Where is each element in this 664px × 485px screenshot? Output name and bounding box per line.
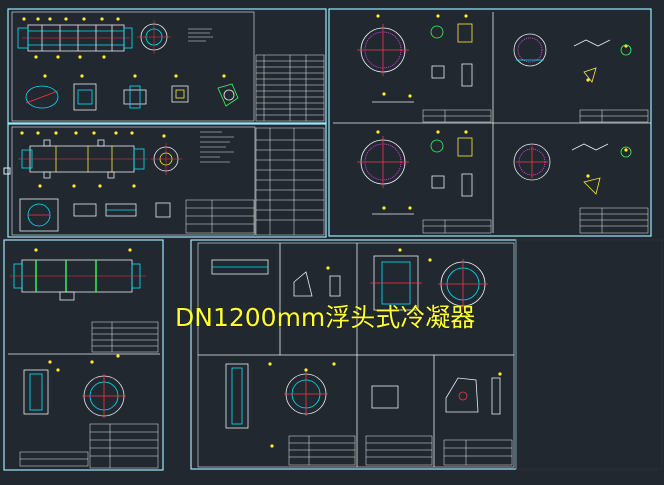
end-section-view [150,143,182,175]
sheet-frame [515,239,663,470]
tubesheet-layout-view [357,23,473,103]
sheet-2[interactable] [3,123,327,238]
drawing-title: DN1200mm浮头式冷凝器 [175,303,476,332]
sheet-frame [328,8,652,237]
baffle-plate-view [513,33,632,83]
side-grip-marker [3,167,11,175]
parts-list-table [255,54,325,122]
sheet-frame [7,8,327,124]
title-block [185,199,255,234]
sheet-frame [3,239,164,471]
sheet-6[interactable] [515,239,663,470]
sheet-4[interactable] [3,239,164,471]
support-plate-view [513,143,632,195]
exchanger-elevation-view [18,139,148,179]
parts-list-table [288,435,513,466]
detail-views [25,83,239,111]
balloon-markers [268,248,502,448]
balloon-markers [34,248,132,372]
detail-views [211,255,488,311]
sheet-5[interactable] [190,239,517,470]
tubesheet-layout-view-2 [357,136,473,215]
sheet-inner-frame [11,11,255,122]
sheet-3[interactable] [328,8,652,237]
title-block [19,423,159,469]
detail-views [19,198,171,232]
sheet-inner-frame [11,126,256,236]
lower-detail-views [225,363,501,429]
balloon-markers [20,131,166,188]
balloon-markers [376,14,628,210]
parts-list-table [91,321,159,353]
shell-section-view [137,20,171,54]
sheet-1[interactable] [7,8,327,124]
shell-elevation-view [10,259,146,301]
sheet-frame [7,123,327,238]
balloon-markers [22,17,226,78]
notes-text-block [200,131,234,163]
title-block [422,109,649,234]
shell-cross-section [23,369,126,418]
note-text-block [188,28,213,42]
parts-list-table [255,127,325,236]
shell-elevation-view [17,24,133,52]
